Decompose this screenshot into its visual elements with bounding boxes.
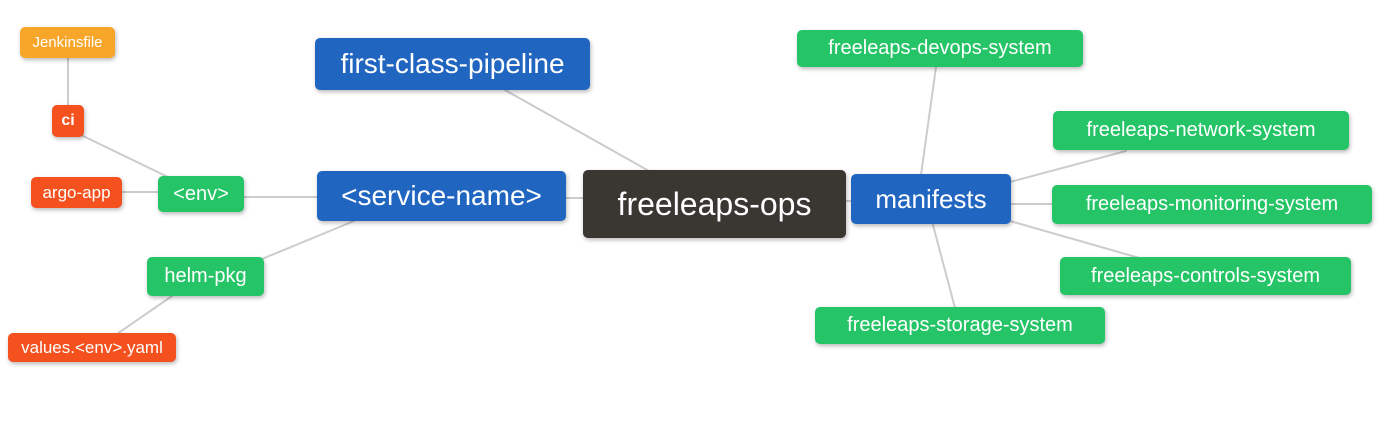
node-env[interactable]: <env> <box>158 176 244 212</box>
node-freeleaps-storage-system[interactable]: freeleaps-storage-system <box>815 307 1105 344</box>
node-freeleaps-monitoring-system[interactable]: freeleaps-monitoring-system <box>1052 185 1372 224</box>
node-freeleaps-devops-system[interactable]: freeleaps-devops-system <box>797 30 1083 67</box>
node-freeleaps-network-system[interactable]: freeleaps-network-system <box>1053 111 1349 150</box>
edge-manifests-devops <box>920 66 937 176</box>
node-first-class-pipeline[interactable]: first-class-pipeline <box>315 38 590 90</box>
edge-service-name-helm-pkg <box>261 220 355 260</box>
edge-manifests-controls <box>1009 220 1144 260</box>
edge-helm-pkg-values-yaml <box>116 295 173 335</box>
node-freeleaps-ops-root[interactable]: freeleaps-ops <box>583 170 846 238</box>
edge-ci-env <box>80 134 171 179</box>
edge-manifests-network <box>1009 150 1127 183</box>
node-jenkinsfile[interactable]: Jenkinsfile <box>20 27 115 58</box>
edge-manifests-storage <box>932 224 956 309</box>
edge-first-class-pipeline-root <box>504 89 650 172</box>
node-values-env-yaml[interactable]: values.<env>.yaml <box>8 333 176 362</box>
node-service-name[interactable]: <service-name> <box>317 171 566 221</box>
node-ci[interactable]: ci <box>52 105 84 137</box>
node-helm-pkg[interactable]: helm-pkg <box>147 257 264 296</box>
node-argo-app[interactable]: argo-app <box>31 177 122 208</box>
node-manifests[interactable]: manifests <box>851 174 1011 224</box>
node-freeleaps-controls-system[interactable]: freeleaps-controls-system <box>1060 257 1351 295</box>
